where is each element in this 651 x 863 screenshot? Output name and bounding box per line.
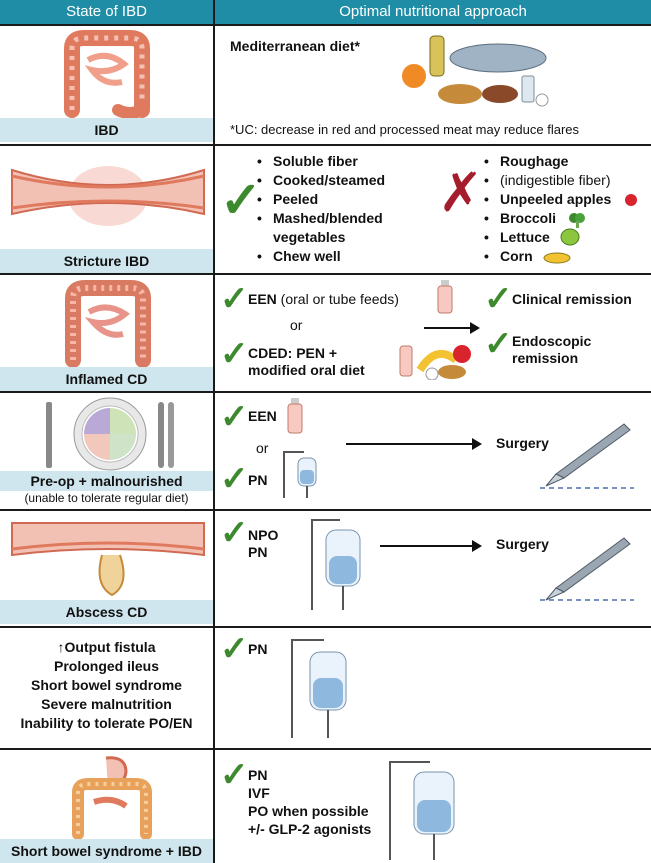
food-illustration — [399, 345, 471, 380]
arrow-icon — [424, 322, 480, 334]
een-label: EEN — [248, 291, 277, 307]
row-divider — [0, 626, 651, 628]
food-illustration — [402, 35, 549, 107]
list-item: PO when possible — [248, 803, 369, 819]
state-label-abscess: Abscess CD — [0, 600, 213, 624]
list-item: +/- GLP-2 agonists — [248, 821, 372, 837]
list-item: Cooked/steamed — [257, 171, 427, 190]
een-line: EEN (oral or tube feeds) — [248, 291, 399, 307]
check-icon: ✓ — [484, 325, 513, 363]
list-item: PN — [248, 767, 268, 783]
check-icon: ✓ — [484, 280, 513, 318]
condition-text: Short bowel syndrome — [31, 677, 182, 693]
check-icon: ✓ — [220, 280, 249, 318]
header-state: State of IBD — [0, 0, 213, 24]
scalpel-icon — [540, 423, 634, 489]
list-item: Corn — [484, 247, 649, 266]
list-item: Broccoli — [484, 209, 649, 228]
colon-illustration — [65, 280, 151, 368]
condition-text: Prolonged ileus — [53, 658, 159, 674]
stricture-avoid-list: Roughage (indigestible fiber) Unpeeled a… — [484, 152, 649, 266]
scalpel-icon — [540, 537, 634, 601]
list-item: Peeled — [257, 190, 427, 209]
row-divider — [0, 391, 651, 393]
arrow-icon — [346, 438, 482, 450]
pn-label: PN — [248, 544, 268, 560]
lettuce-icon — [560, 228, 580, 246]
feeding-bottle-icon — [287, 398, 303, 434]
colon-illustration — [64, 30, 150, 118]
row-divider — [0, 144, 651, 146]
een-label: EEN — [248, 408, 277, 424]
list-item: Mashed/blended vegetables — [257, 209, 427, 247]
state-label-preop: Pre-op + malnourished — [0, 471, 213, 491]
fistula-conditions: ↑Output fistula Prolonged ileus Short bo… — [0, 638, 213, 733]
row-divider — [0, 509, 651, 511]
list-item: Chew well — [257, 247, 427, 266]
or-text: or — [290, 317, 303, 333]
check-icon: ✓ — [220, 398, 249, 436]
outcome-endoscopic: Endoscopic — [512, 333, 592, 349]
plate-icon — [46, 397, 174, 471]
row-divider — [0, 24, 651, 26]
cross-icon: ✗ — [438, 161, 484, 224]
check-icon: ✓ — [220, 630, 249, 668]
condition-text: Inability to tolerate PO/EN — [20, 715, 193, 731]
outcome-clinical-remission: Clinical remission — [512, 291, 632, 307]
list-item: Soluble fiber — [257, 152, 427, 171]
stricture-recommended-list: Soluble fiber Cooked/steamed Peeled Mash… — [257, 152, 427, 266]
corn-icon — [543, 252, 571, 264]
arrow-icon — [380, 540, 482, 552]
check-icon: ✓ — [220, 460, 249, 498]
check-icon: ✓ — [220, 172, 262, 228]
iv-bag-icon — [291, 639, 347, 738]
surgery-label: Surgery — [496, 536, 549, 552]
state-label-ibd: IBD — [0, 118, 213, 142]
cded-text-2: modified oral diet — [248, 362, 365, 378]
colon-illustration — [72, 756, 152, 840]
broccoli-icon — [569, 213, 585, 228]
list-item: IVF — [248, 785, 270, 801]
condition-text: Output fistula — [64, 639, 156, 655]
pn-label: PN — [248, 472, 268, 488]
bowel-segment-illustration — [11, 166, 205, 226]
iv-bag-icon — [283, 451, 317, 498]
uc-note: *UC: decrease in red and processed meat … — [230, 122, 580, 137]
mediterranean-diet-text: Mediterranean diet* — [230, 38, 360, 54]
cded-text: CDED: PEN + — [248, 345, 338, 361]
check-icon: ✓ — [220, 335, 249, 373]
iv-bag-icon — [311, 519, 361, 610]
list-item: Unpeeled apples — [484, 190, 649, 209]
or-text: or — [256, 440, 269, 456]
state-label-stricture: Stricture IBD — [0, 249, 213, 273]
condition-output-fistula: ↑Output fistula — [0, 638, 213, 657]
header-approach: Optimal nutritional approach — [215, 0, 651, 24]
state-sublabel-preop: (unable to tolerate regular diet) — [24, 491, 189, 505]
column-divider — [213, 0, 215, 863]
check-icon: ✓ — [220, 756, 249, 794]
pn-label: PN — [248, 641, 268, 657]
apple-icon — [625, 194, 637, 206]
surgery-label: Surgery — [496, 435, 549, 451]
list-item: (indigestible fiber) — [484, 171, 649, 190]
condition-text: Severe malnutrition — [41, 696, 172, 712]
row-divider — [0, 273, 651, 275]
row-divider — [0, 748, 651, 750]
feeding-bottle-icon — [437, 280, 453, 314]
een-note: (oral or tube feeds) — [276, 291, 399, 307]
iv-bag-icon — [389, 761, 455, 860]
list-item: Lettuce — [484, 228, 649, 247]
check-icon: ✓ — [220, 514, 249, 552]
state-label-sbs: Short bowel syndrome + IBD — [0, 839, 213, 863]
list-item: Roughage — [484, 152, 649, 171]
sbs-list: PN IVF PO when possible +/- GLP-2 agonis… — [248, 766, 371, 838]
npo-label: NPO — [248, 527, 279, 543]
up-arrow-icon: ↑ — [57, 639, 65, 655]
outcome-remission: remission — [512, 350, 579, 366]
bowel-segment-illustration — [11, 522, 205, 597]
state-label-inflamed: Inflamed CD — [0, 367, 213, 391]
